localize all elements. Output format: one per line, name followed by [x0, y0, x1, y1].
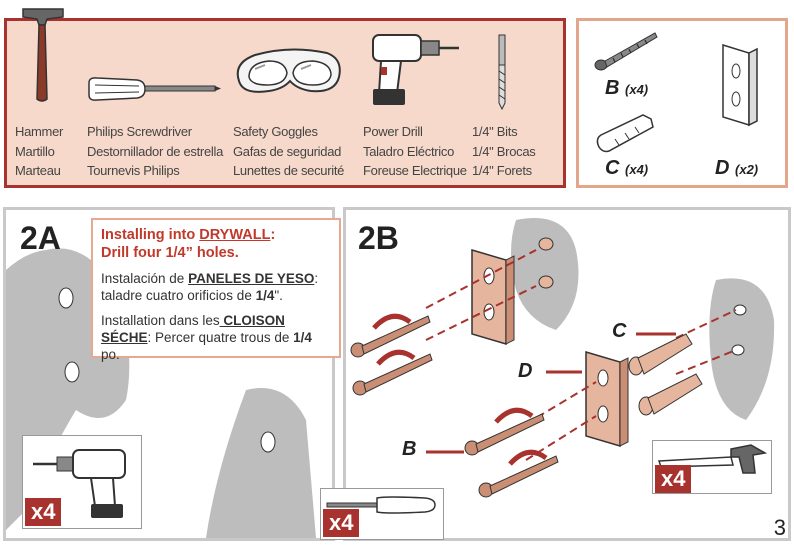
step-label-2b: 2B [358, 220, 399, 256]
part-label-c: C (x4) [605, 157, 648, 180]
tool-label-drill: Power Drill Taladro Eléctrico Foreuse El… [363, 122, 467, 181]
screwdriver-inset: x4 [320, 488, 444, 540]
instruction-en: Installing into DRYWALL: Drill four 1/4”… [101, 226, 331, 262]
parts-panel: B (x4) C (x4) D (x2) [576, 18, 788, 188]
instruction-en-material: DRYWALL [199, 227, 271, 243]
instruction-fr-material: CLOISON [219, 313, 285, 328]
part-letter: C [605, 157, 620, 179]
instruction-es-material: PANELES DE YESO [188, 271, 315, 286]
page-number: 3 [773, 515, 786, 540]
drywall-instructions-callout: Installing into DRYWALL: Drill four 1/4”… [91, 218, 341, 362]
callout-bracket-d: D [518, 360, 533, 382]
tool-name-fr: 1/4" Forets [472, 163, 532, 178]
tool-name-en: Philips Screwdriver [87, 124, 192, 139]
instruction-fr-size: 1/4 [293, 330, 312, 345]
instruction-es-size: 1/4 [255, 288, 275, 303]
quantity-badge: x4 [655, 465, 692, 493]
tools-panel: Hammer Martillo Marteau Philips Screwdri… [4, 8, 566, 188]
part-letter: D [715, 157, 730, 179]
part-letter: B [605, 77, 620, 99]
power-drill-icon [372, 34, 459, 105]
instruction-en-line2: Drill four 1/4” holes. [101, 245, 239, 261]
tool-name-es: Gafas de seguridad [233, 143, 342, 159]
screwdriver-icon [326, 496, 436, 514]
tool-name-en: Safety Goggles [233, 124, 318, 139]
step-2a-panel: 2A Installing into DRYWALL: Drill four 1… [3, 207, 341, 541]
tool-name-fr: Lunettes de securité [233, 163, 345, 178]
tool-name-fr: Marteau [15, 163, 61, 178]
tool-name-en: Power Drill [363, 124, 423, 139]
tool-name-fr: Tournevis Philips [87, 163, 180, 178]
part-qty: (x4) [625, 82, 649, 97]
instruction-fr-material-2: SÉCHE [101, 330, 148, 345]
callout-screw-b: B [402, 438, 417, 460]
tool-label-goggles: Safety Goggles Gafas de seguridad Lunett… [233, 122, 344, 181]
tool-name-es: Martillo [15, 143, 55, 159]
power-drill-icon [33, 449, 126, 518]
tool-label-screwdriver: Philips Screwdriver Destornillador de es… [87, 122, 223, 181]
drill-bit-icon [498, 34, 506, 111]
tool-name-es: 1/4" Brocas [472, 143, 536, 159]
tool-name-en: 1/4" Bits [472, 124, 518, 139]
assembly-illustration [350, 218, 775, 498]
part-label-d: D (x2) [715, 157, 758, 180]
tool-name-es: Destornillador de estrella [87, 143, 223, 159]
tool-name-es: Taladro Eléctrico [363, 143, 454, 159]
step-2b-panel: 2B C D B x4 x4 [320, 207, 791, 541]
screw-icon [594, 32, 658, 71]
step-label-2a: 2A [20, 220, 61, 256]
part-label-b: B (x4) [605, 77, 648, 100]
tool-name-en: Hammer [15, 124, 64, 139]
tool-label-hammer: Hammer Martillo Marteau [15, 122, 63, 181]
instruction-fr-end: po. [101, 347, 120, 362]
screwdriver-icon [88, 77, 221, 101]
instruction-en-colon: : [270, 227, 276, 243]
hammer-inset: x4 [652, 440, 772, 494]
hammer-icon [657, 444, 767, 474]
tool-name-fr: Foreuse Electrique [363, 163, 467, 178]
instruction-es: Instalación de PANELES DE YESO: taladre … [101, 270, 331, 304]
part-qty: (x4) [625, 162, 649, 177]
safety-goggles-icon [236, 48, 341, 93]
instruction-fr: Installation dans les CLOISON SÉCHE: Per… [101, 312, 331, 363]
callout-anchor-c: C [612, 320, 627, 342]
tool-label-bits: 1/4" Bits 1/4" Brocas 1/4" Forets [472, 122, 536, 181]
part-qty: (x2) [735, 162, 759, 177]
drill-inset: x4 [22, 435, 142, 529]
bracket-icon [722, 43, 758, 127]
instruction-en-text: Installing into [101, 227, 200, 243]
quantity-badge: x4 [25, 498, 62, 526]
instruction-es-line2: taladre cuatro orificios de [101, 288, 256, 303]
hammer-icon [22, 8, 64, 102]
quantity-badge: x4 [323, 509, 360, 537]
instruction-es-colon: : [314, 271, 319, 286]
wall-anchor-icon [596, 114, 654, 153]
instruction-fr-text: Installation dans les [101, 313, 220, 328]
instruction-es-end: ". [274, 288, 283, 303]
instruction-fr-line2: : Percer quatre trous de [147, 330, 294, 345]
instruction-es-text: Instalación de [101, 271, 189, 286]
